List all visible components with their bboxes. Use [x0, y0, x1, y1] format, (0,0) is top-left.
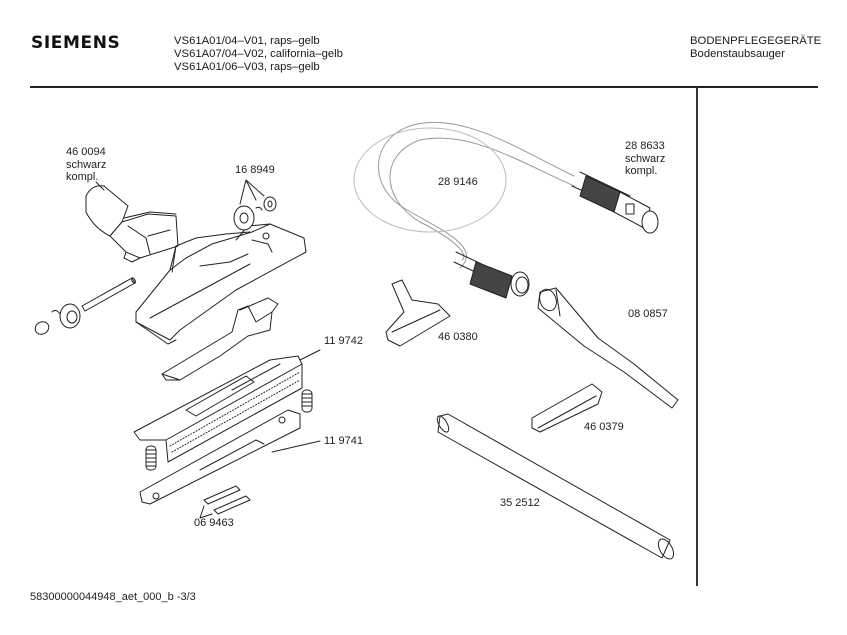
spring-drawing — [146, 390, 312, 470]
product-category: BODENPFLEGEGERÄTE Bodenstaubsauger — [690, 35, 821, 61]
floor-nozzle-body-drawing — [136, 224, 306, 344]
part-note: kompl. — [66, 171, 99, 183]
part-label-288633: 28 8633 schwarz kompl. — [625, 140, 665, 178]
handle-tube-drawing — [537, 287, 678, 408]
part-number: 46 0379 — [584, 421, 624, 433]
part-label-352512: 35 2512 — [500, 497, 540, 510]
part-label-460380: 46 0380 — [438, 331, 478, 344]
part-number: 28 8633 — [625, 140, 665, 152]
part-variant: schwarz — [625, 152, 666, 165]
part-label-069463: 06 9463 — [194, 517, 234, 530]
part-label-460379: 46 0379 — [584, 421, 624, 434]
model-line: VS61A07/04–V02, california–gelb — [174, 48, 343, 60]
wheel-bearing-drawing — [234, 197, 276, 230]
part-label-289146: 28 9146 — [438, 176, 478, 189]
extension-tube-drawing — [435, 414, 677, 562]
felt-strip-drawing — [204, 486, 250, 514]
model-line: VS61A01/06–V03, raps–gelb — [174, 61, 320, 73]
part-label-080857: 08 0857 — [628, 308, 668, 321]
part-number: 11 9742 — [324, 335, 363, 347]
margin-divider — [696, 87, 698, 586]
nozzle-neck-drawing — [86, 186, 178, 262]
leader-line — [240, 180, 264, 204]
category-subtitle: Bodenstaubsauger — [690, 48, 785, 60]
part-number: 46 0094 — [66, 146, 106, 158]
part-number: 46 0380 — [438, 331, 478, 343]
part-number: 16 8949 — [235, 164, 275, 176]
leader-line — [96, 182, 104, 190]
hose-handle-drawing — [572, 172, 658, 233]
part-variant: schwarz — [66, 158, 107, 171]
model-line: VS61A01/04–V01, raps–gelb — [174, 35, 320, 47]
part-label-119742: 11 9742 — [324, 335, 363, 348]
part-number: 35 2512 — [500, 497, 540, 509]
siemens-logo: SIEMENS — [31, 33, 121, 53]
header-divider — [30, 86, 818, 88]
part-note: kompl. — [625, 165, 658, 177]
hose-drawing — [354, 122, 574, 278]
part-label-460094: 46 0094 schwarz kompl. — [66, 146, 106, 184]
document-id: 58300000044948_aet_000_b -3/3 — [30, 591, 196, 603]
crevice-tool-drawing — [532, 384, 602, 432]
part-label-168949: 16 8949 — [235, 164, 275, 177]
model-list: VS61A01/04–V01, raps–gelb VS61A07/04–V02… — [174, 35, 343, 74]
leader-line — [272, 441, 320, 452]
category-title: BODENPFLEGEGERÄTE — [690, 35, 822, 47]
part-label-119741: 11 9741 — [324, 435, 363, 448]
brush-plate-drawing — [134, 356, 302, 462]
part-number: 08 0857 — [628, 308, 668, 320]
base-plate-drawing — [140, 410, 300, 504]
wheel-drawing — [33, 304, 80, 337]
leader-line — [200, 506, 212, 518]
hose-cuff-drawing — [470, 262, 529, 298]
slider-lever-drawing — [162, 298, 278, 380]
part-number: 06 9463 — [194, 517, 234, 529]
part-number: 28 9146 — [438, 176, 478, 188]
leader-line — [300, 350, 320, 360]
upholstery-nozzle-drawing — [386, 280, 450, 346]
part-number: 11 9741 — [324, 435, 363, 447]
axle-pin-drawing — [82, 277, 136, 311]
